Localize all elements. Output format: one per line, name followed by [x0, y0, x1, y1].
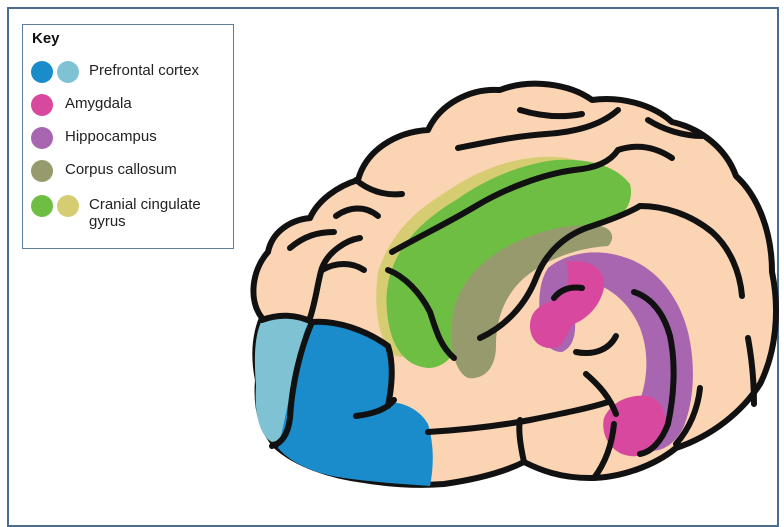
prefrontal-cortex-dark-swatch [31, 61, 53, 83]
key-label-cingulate-line1: Cranial cingulate [89, 196, 201, 213]
amygdala-swatch [31, 94, 53, 116]
key-label-cingulate-gyrus: Cranial cingulate gyrus [89, 196, 239, 230]
cingulate-gyrus-green-swatch [31, 195, 53, 217]
key-label-prefrontal-cortex: Prefrontal cortex [89, 62, 239, 79]
key-label-amygdala: Amygdala [65, 95, 215, 112]
key-label-hippocampus: Hippocampus [65, 128, 215, 145]
key-label-corpus-callosum: Corpus callosum [65, 161, 215, 178]
cingulate-gyrus-light-swatch [57, 195, 79, 217]
legend-key: Key Prefrontal cortex Amygdala Hippocamp… [22, 24, 234, 249]
prefrontal-cortex-light-swatch [57, 61, 79, 83]
hippocampus-swatch [31, 127, 53, 149]
key-title: Key [32, 30, 60, 47]
key-label-cingulate-line2: gyrus [89, 213, 126, 230]
corpus-callosum-swatch [31, 160, 53, 182]
